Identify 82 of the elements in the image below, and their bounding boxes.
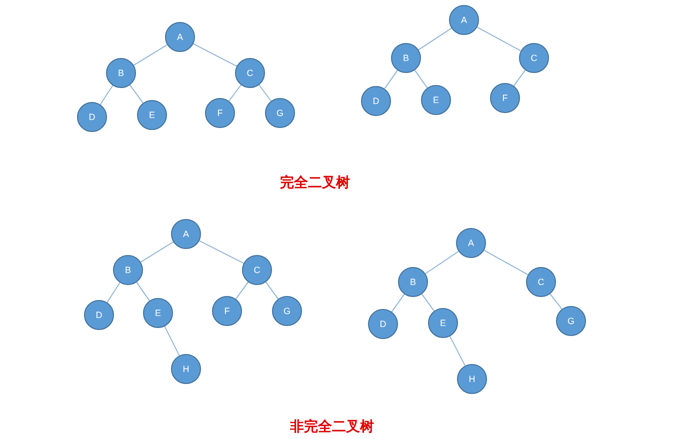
node-letter: E: [432, 96, 439, 104]
node-letter: E: [148, 110, 155, 120]
tree-node-circle: [490, 83, 520, 113]
node-letter: A: [468, 238, 474, 248]
node-letter: D: [96, 310, 102, 320]
connector-line: [106, 282, 120, 303]
tree-node-circle: [242, 255, 272, 285]
node-letter: A: [182, 230, 189, 238]
tree-node-circle: [77, 102, 107, 132]
node-letter: C: [246, 68, 254, 78]
tree-node-circle: [143, 298, 173, 328]
tree-type-heading: 非完全二叉树: [290, 418, 374, 436]
node-letter: E: [154, 308, 161, 318]
tree-node-circle: [421, 85, 451, 115]
tree-node-circle: [526, 267, 556, 297]
node-letter: B: [402, 54, 409, 62]
tree-node-circle: [368, 309, 398, 339]
node-letter: E: [440, 318, 446, 328]
tree-node-circle: [106, 58, 136, 88]
tree-node-circle: [449, 5, 479, 35]
node-letter: B: [118, 68, 124, 78]
tree-node-circle: [457, 364, 487, 394]
tree-node-circle: [137, 100, 167, 130]
node-letter: B: [124, 266, 131, 274]
node-letter: C: [538, 278, 544, 286]
connector-line: [391, 294, 405, 312]
node-letter: C: [254, 266, 260, 274]
tree-node-circle: [235, 58, 265, 88]
connector-line: [418, 28, 452, 50]
connector-line: [129, 84, 144, 104]
tree-node-circle: [205, 98, 235, 128]
connector-line: [198, 240, 244, 264]
connector-line: [164, 326, 180, 356]
node-letter: G: [276, 108, 284, 118]
connector-line: [421, 294, 435, 312]
node-letter: G: [567, 316, 574, 326]
node-letter: C: [530, 54, 538, 62]
tree-node-circle: [519, 43, 549, 73]
connector-line: [133, 44, 168, 66]
connector-line: [258, 84, 272, 102]
tree-node-circle: [165, 22, 195, 52]
connector-line: [513, 70, 526, 86]
tree-node-circle: [428, 308, 458, 338]
connector-line: [414, 70, 428, 88]
node-letter: G: [283, 306, 290, 316]
node-letter: F: [502, 94, 508, 102]
connector-line: [235, 282, 249, 300]
node-letter: A: [460, 16, 467, 24]
connector-line: [484, 250, 528, 276]
tree-node-circle: [212, 296, 242, 326]
connector-line: [424, 250, 460, 274]
tree-node-circle: [398, 267, 428, 297]
node-letter: D: [372, 96, 380, 106]
tree-node-circle: [391, 43, 421, 73]
node-letter: D: [88, 112, 96, 122]
connector-line: [100, 85, 114, 105]
connector-line: [550, 293, 562, 310]
connector-line: [192, 43, 238, 67]
node-letter: D: [380, 320, 386, 328]
tree-node-circle: [272, 296, 302, 326]
tree-node-circle: [456, 228, 486, 258]
tree-node-circle: [171, 219, 201, 249]
connector-line: [136, 282, 150, 302]
connector-line: [228, 84, 242, 102]
tree-node-circle: [113, 255, 143, 285]
tree-type-heading: 完全二叉树: [280, 174, 350, 192]
node-letter: F: [224, 306, 230, 316]
node-letter: A: [176, 32, 183, 42]
connector-line: [449, 336, 466, 366]
node-letter: H: [182, 364, 190, 374]
connector-line: [476, 26, 522, 52]
node-letter: F: [217, 108, 223, 118]
tree-node-circle: [556, 306, 586, 336]
connector-line: [265, 282, 279, 300]
tree-node-circle: [84, 300, 114, 330]
connector-line: [140, 241, 174, 263]
node-letter: H: [468, 374, 476, 384]
node-letter: B: [410, 278, 416, 286]
connector-line: [384, 70, 398, 90]
tree-node-circle: [265, 98, 295, 128]
tree-node-circle: [361, 86, 391, 116]
tree-node-circle: [171, 354, 201, 384]
